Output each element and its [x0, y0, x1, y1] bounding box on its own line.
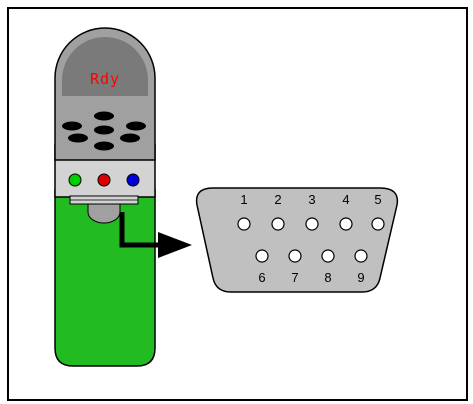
button-lower-right[interactable]: [120, 133, 140, 143]
button-bottom-center[interactable]: [94, 141, 114, 151]
button-upper-right[interactable]: [126, 121, 146, 131]
pin-label-5: 5: [374, 192, 381, 207]
pin-label-7: 7: [291, 270, 298, 285]
pin-6: [255, 249, 269, 263]
pin-5: [371, 217, 385, 231]
pin-label-9: 9: [357, 270, 364, 285]
db9-top-pin-row: [237, 217, 385, 231]
pin-9: [354, 249, 368, 263]
handheld-device: Rdy: [54, 27, 156, 367]
pin-1: [237, 217, 251, 231]
button-lower-left[interactable]: [68, 133, 88, 143]
pin-7: [288, 249, 302, 263]
db9-connector-shell: [195, 187, 399, 293]
pin-label-4: 4: [342, 192, 349, 207]
pin-8: [321, 249, 335, 263]
pin-label-2: 2: [274, 192, 281, 207]
button-top-center[interactable]: [94, 111, 114, 121]
pin-label-6: 6: [258, 270, 265, 285]
db9-bottom-pin-row: [255, 249, 368, 263]
device-port-plug-icon: [87, 203, 121, 224]
button-upper-left[interactable]: [62, 121, 82, 131]
led-red-icon: [97, 173, 111, 187]
pin-label-1: 1: [240, 192, 247, 207]
led-blue-icon: [126, 173, 140, 187]
arrow-shaft: [119, 212, 160, 248]
pin-2: [271, 217, 285, 231]
connection-arrow: [119, 212, 192, 258]
db9-connector: 1 2 3 4 5 6 7 8 9: [195, 187, 399, 293]
arrow-head-icon: [158, 232, 192, 258]
pin-label-3: 3: [308, 192, 315, 207]
pin-label-8: 8: [324, 270, 331, 285]
device-display: [62, 37, 148, 96]
button-center[interactable]: [94, 125, 114, 135]
device-green-body: [54, 189, 156, 367]
led-green-icon: [68, 173, 82, 187]
device-display-text: Rdy: [90, 70, 120, 88]
pin-4: [339, 217, 353, 231]
device-button-cluster: [62, 111, 146, 151]
pin-3: [305, 217, 319, 231]
